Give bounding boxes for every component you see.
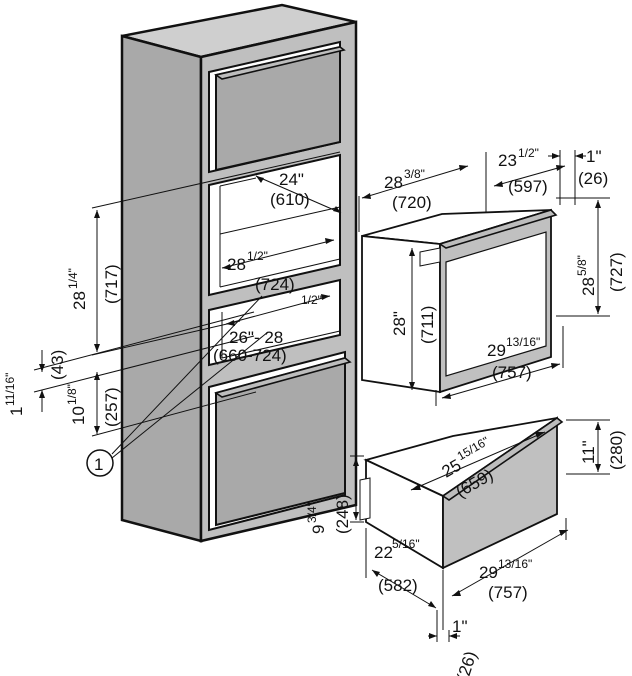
- drawer-depth-in: 22: [374, 543, 393, 562]
- drawer-front-height-mm: (280): [607, 430, 626, 470]
- oven-body-depth-in: 23: [498, 151, 517, 170]
- cab-width-mm: (724): [255, 275, 295, 294]
- cab-width-in: 28: [227, 255, 246, 274]
- cab-height-sup: 1/4": [66, 268, 80, 289]
- oven-height-in: 28: [579, 277, 598, 296]
- callout-1: 1: [86, 449, 114, 477]
- oven-height-mm: (727): [607, 252, 626, 292]
- width-range-mm: (660-724): [213, 346, 287, 365]
- oven-front-in: 1": [586, 147, 602, 166]
- drawer-front-mm: (26): [453, 649, 480, 676]
- drawer-body-height-sup: 3/4": [305, 502, 319, 523]
- oven-depth-mm: (720): [392, 193, 432, 212]
- drawer-width-sup: 13/16": [498, 557, 532, 571]
- cab-depth-in: 24": [279, 170, 304, 189]
- gap-sup: 11/16": [3, 373, 17, 406]
- cab-depth-mm: (610): [270, 190, 310, 209]
- width-range-sup: 1/2": [301, 293, 322, 307]
- oven-niche: [208, 153, 341, 297]
- drawer-body-height-mm: (248): [333, 494, 352, 534]
- top-appliance: [208, 40, 346, 174]
- drawer-width-in: 29: [479, 563, 498, 582]
- lower-sup: 1/8": [65, 384, 79, 405]
- oven-dimensions: [358, 150, 610, 406]
- oven-depth-in: 28: [384, 173, 403, 192]
- drawer-body-height-in: 9: [309, 525, 328, 534]
- width-range-in: 26"- 28: [229, 328, 283, 347]
- oven-front-mm: (26): [578, 169, 608, 188]
- drawer-front-height-in: 11": [579, 440, 598, 464]
- oven-height-sup: 5/8": [575, 255, 589, 276]
- callout-label: 1: [94, 455, 103, 474]
- drawer-depth-sup: 5/16": [392, 537, 420, 551]
- gap-in: 1: [7, 407, 26, 416]
- oven-body-height-mm: (711): [418, 306, 437, 344]
- oven-width-sup: 13/16": [506, 335, 540, 349]
- oven-unit: [361, 208, 558, 394]
- lower-in: 10: [69, 406, 88, 425]
- cab-height-mm: (717): [102, 264, 121, 304]
- oven-width-mm: (757): [492, 363, 532, 382]
- cab-width-sup: 1/2": [247, 249, 268, 263]
- cabinet-side: [120, 34, 203, 543]
- warming-drawer: [359, 416, 564, 570]
- drawer-front-in: 1": [452, 617, 468, 636]
- cab-height-in: 28: [70, 291, 89, 310]
- oven-body-depth-sup: 1/2": [518, 146, 539, 160]
- oven-width-in: 29: [487, 341, 506, 360]
- drawer-width-mm: (757): [488, 583, 528, 602]
- drawer-dimensions: [350, 419, 610, 642]
- oven-depth-sup: 3/8": [404, 167, 425, 181]
- drawer-depth-mm: (582): [378, 576, 418, 595]
- oven-body-height-in: 28": [390, 311, 409, 336]
- bottom-appliance: [208, 350, 352, 532]
- oven-body-depth-mm: (597): [508, 177, 548, 196]
- lower-mm: (257): [102, 387, 121, 427]
- cabinet-dimensions: [33, 151, 342, 459]
- gap-mm: (43): [48, 350, 67, 380]
